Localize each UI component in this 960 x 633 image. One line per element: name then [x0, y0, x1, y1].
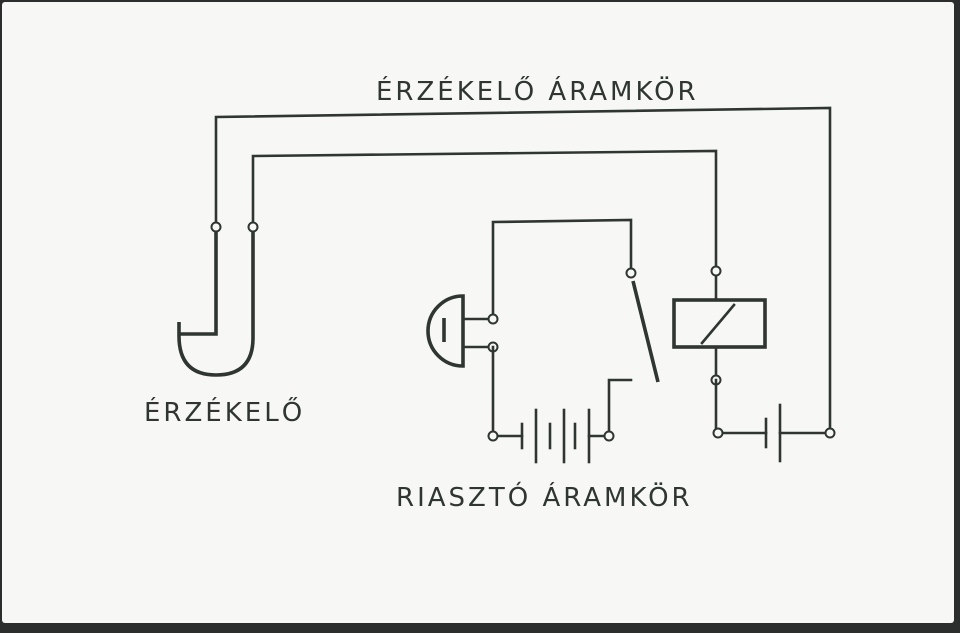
- switch-fixed-contact-wire: [607, 378, 633, 437]
- alarm-circuit-label: RIASZTÓ ÁRAMKÖR: [396, 481, 693, 513]
- slide-card: [2, 2, 954, 623]
- bell-icon: [426, 294, 465, 368]
- sensor-probe-icon: [177, 228, 255, 377]
- bell-terminal-top: [487, 313, 499, 325]
- sensor-terminal-left: [210, 221, 222, 233]
- sensor-battery-terminal-left: [712, 427, 724, 439]
- coil-terminal-top: [710, 265, 722, 277]
- switch-contact-icon: [631, 280, 660, 383]
- sensor-circuit-outer-wire: [214, 106, 832, 434]
- alarm-battery-terminal-right: [603, 430, 615, 442]
- alarm-circuit-top-wire: [491, 218, 633, 321]
- battery-icon: [520, 408, 591, 464]
- alarm-battery-terminal-left: [487, 430, 499, 442]
- relay-coil-icon: [672, 298, 767, 349]
- sensor-label: ÉRZÉKELŐ: [144, 396, 305, 428]
- sensor-circuit-label: ÉRZÉKELŐ ÁRAMKÖR: [376, 75, 699, 107]
- battery-cell-icon: [764, 403, 782, 463]
- sensor-terminal-right: [247, 221, 259, 233]
- sensor-battery-lead-left: [714, 378, 768, 435]
- alarm-battery-lead-left: [491, 345, 524, 438]
- sensor-circuit-inner-wire: [251, 149, 718, 273]
- switch-pivot: [625, 267, 637, 279]
- sensor-battery-terminal-right: [824, 427, 836, 439]
